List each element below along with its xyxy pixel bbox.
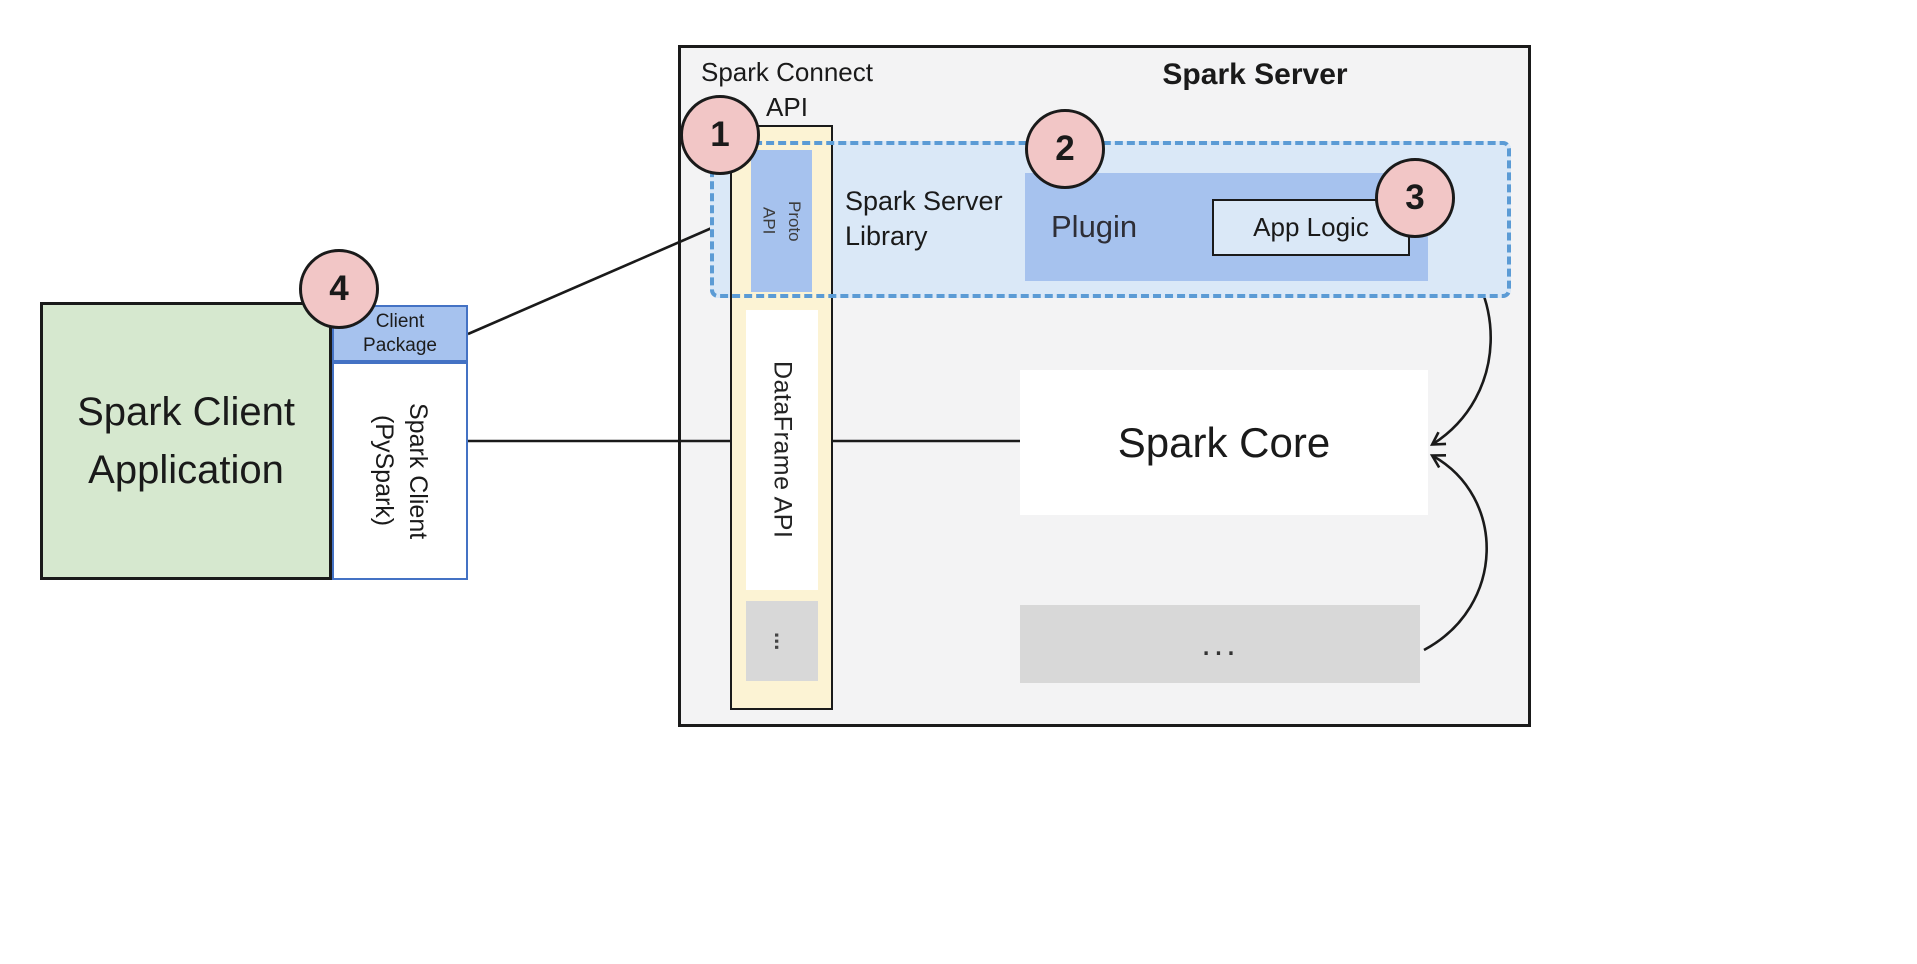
step-badge-4: 4 xyxy=(299,249,379,329)
spark-client-application-box: Spark Client Application xyxy=(40,302,332,580)
spark-core-label: Spark Core xyxy=(1117,418,1331,466)
client-package-box: Client Package xyxy=(332,305,468,362)
dataframe-api-box: DataFrame API xyxy=(746,310,818,590)
spark-server-library-label: Spark Server Library xyxy=(845,186,1003,252)
spark-client-pyspark-label: Spark Client (PySpark) xyxy=(370,402,432,540)
dataframe-api-label: DataFrame API xyxy=(768,361,797,539)
api-column-more-box: ... xyxy=(746,601,818,681)
step-badge-3: 3 xyxy=(1375,158,1455,238)
app-logic-label: App Logic xyxy=(1253,212,1369,242)
proto-api-box: Proto API xyxy=(751,150,812,292)
core-more-label: ... xyxy=(1201,624,1239,663)
plugin-label: Plugin xyxy=(1051,209,1138,244)
api-column-more-label: ... xyxy=(770,631,795,651)
step-badge-2: 2 xyxy=(1025,109,1105,189)
core-more-box: ... xyxy=(1020,605,1420,683)
step-badge-1: 1 xyxy=(680,95,760,175)
spark-client-pyspark-box: Spark Client (PySpark) xyxy=(332,362,468,580)
spark-core-box: Spark Core xyxy=(1020,370,1428,515)
proto-api-label: Proto API xyxy=(759,200,805,242)
spark-server-title: Spark Server xyxy=(1162,58,1348,91)
spark-connect-api-label: Spark Connect API xyxy=(701,57,873,123)
